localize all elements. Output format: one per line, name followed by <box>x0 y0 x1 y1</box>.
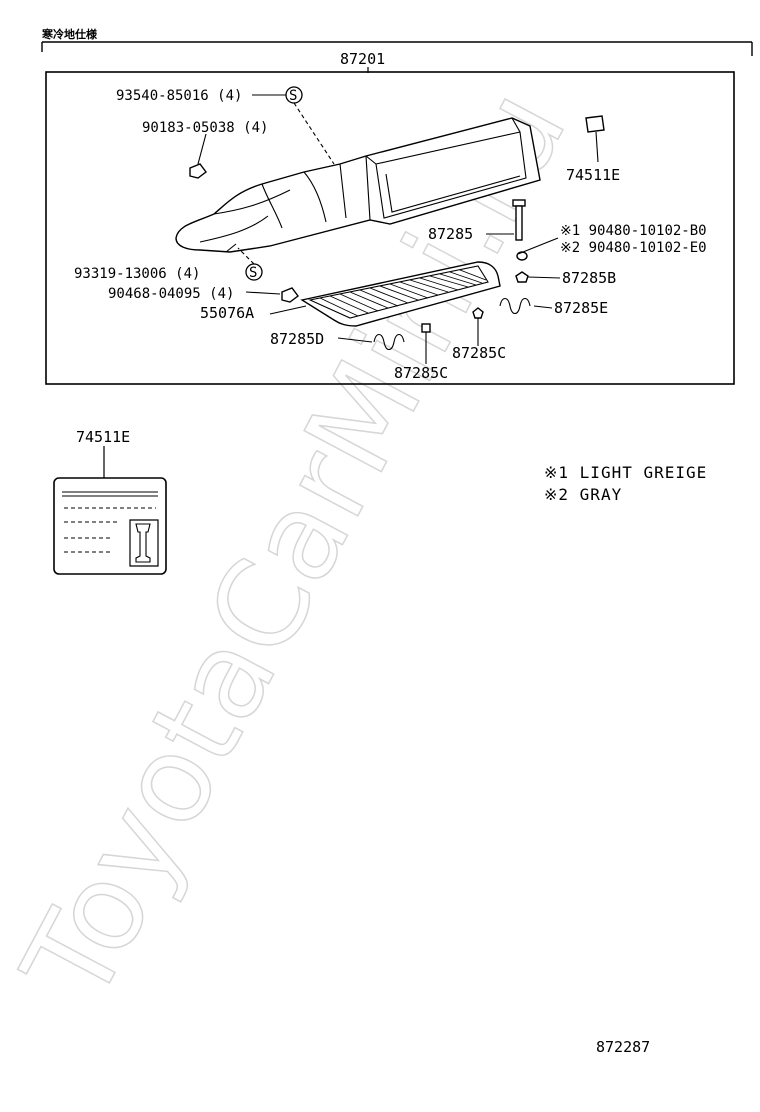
callout-90468-04095: 90468-04095 (4) <box>108 286 234 302</box>
console-box-part <box>175 117 541 253</box>
callout-93540-85016: 93540-85016 (4) <box>116 88 242 104</box>
callout-87285c-left: 87285C <box>394 364 448 382</box>
callout-90480-10102-b0: ※1 90480-10102-B0 <box>560 223 707 239</box>
svg-text:S: S <box>289 88 297 104</box>
caution-label-part <box>585 115 605 133</box>
callout-87285d: 87285D <box>270 330 324 348</box>
svg-text:S: S <box>249 265 257 281</box>
callout-87285c-right: 87285C <box>452 344 506 362</box>
grease-symbol-upper: S <box>285 86 303 104</box>
detail-label: 74511E <box>76 428 130 446</box>
nut-part-87285c-right <box>472 307 484 319</box>
caution-label-detail <box>53 477 167 575</box>
section-header: 寒冷地仕様 <box>41 27 98 41</box>
callout-90480-10102-e0: ※2 90480-10102-E0 <box>560 240 707 256</box>
console-mat-part <box>300 261 501 327</box>
nut-part-87285c-left <box>421 323 431 333</box>
cap-part-90480 <box>516 251 528 261</box>
spring-part-87285d <box>373 333 405 351</box>
callout-87285e: 87285E <box>554 299 608 317</box>
bolt-part <box>512 199 526 241</box>
callout-74511e: 74511E <box>566 166 620 184</box>
callout-87285: 87285 <box>428 225 473 243</box>
assembly-box <box>45 71 735 385</box>
assembly-label: 87201 <box>340 50 385 68</box>
callout-87285b: 87285B <box>562 269 616 287</box>
leader-lines <box>197 94 599 364</box>
diagram-ref-number: 872287 <box>596 1038 650 1056</box>
cap-part-87285b <box>515 271 529 283</box>
clip-part-90468 <box>281 287 299 303</box>
clip-part-90183 <box>189 163 207 179</box>
note-light-greige: ※1 LIGHT GREIGE <box>544 463 707 482</box>
callout-55076a: 55076A <box>200 304 254 322</box>
callout-90183-05038: 90183-05038 (4) <box>142 120 268 136</box>
note-gray: ※2 GRAY <box>544 485 622 504</box>
spring-part-87285e <box>499 297 531 315</box>
grease-symbol-lower: S <box>245 263 263 281</box>
callout-93319-13006: 93319-13006 (4) <box>74 266 200 282</box>
